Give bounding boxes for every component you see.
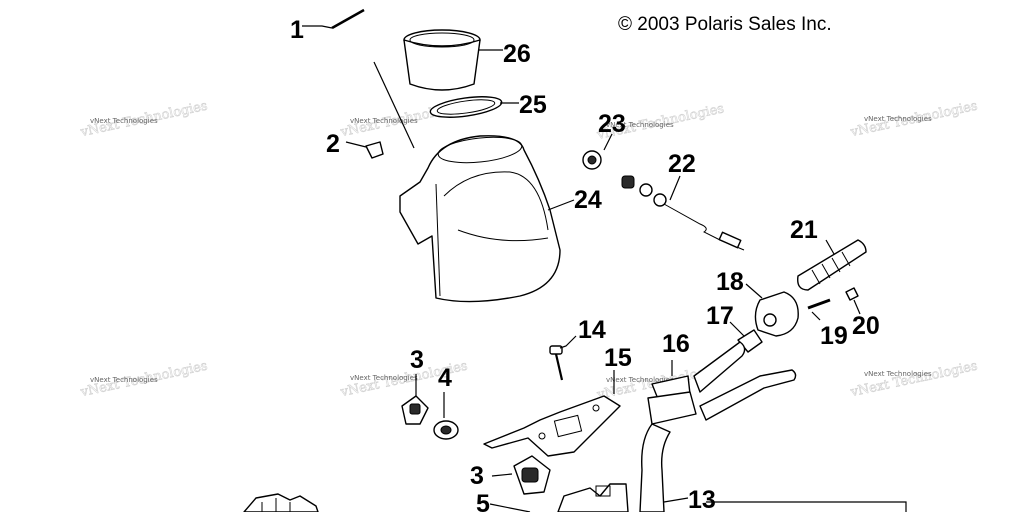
callout-13: 13 <box>688 486 716 512</box>
watermark-bottom-left: vNext Technologies vNext Technologies <box>78 358 209 400</box>
part-22-cable <box>621 175 745 251</box>
callout-17: 17 <box>706 302 734 330</box>
callout-26: 26 <box>503 40 531 68</box>
svg-text:vNext Technologies: vNext Technologies <box>848 359 978 401</box>
watermark-text: vNext Technologies <box>90 376 158 384</box>
part-23-bushing <box>582 133 613 170</box>
callout-19: 19 <box>820 322 848 350</box>
callout-1: 1 <box>290 16 304 44</box>
part-3-switch-lower <box>491 455 551 495</box>
callout-25: 25 <box>519 91 547 119</box>
part-4-nut <box>433 392 459 440</box>
callout-18: 18 <box>716 268 744 296</box>
watermark-top-left: vNext Technologies vNext Technologies <box>78 98 209 140</box>
copyright-notice: © 2003 Polaris Sales Inc. <box>618 14 832 35</box>
part-2-screw <box>345 141 384 159</box>
callout-3-lower: 3 <box>470 462 484 490</box>
part-26-sleeve <box>403 29 503 91</box>
watermark-text: vNext Technologies <box>350 117 418 125</box>
part-15-bracket <box>483 370 621 457</box>
part-24-pod <box>373 61 575 303</box>
callout-labels: 1 26 25 2 23 22 24 21 18 17 19 20 14 16 … <box>290 16 880 512</box>
callout-5: 5 <box>476 490 490 512</box>
part-3-switch-upper <box>401 374 429 425</box>
callout-22: 22 <box>668 150 696 178</box>
part-13-handlebar <box>663 497 907 512</box>
part-16-master-cylinder <box>639 341 797 512</box>
part-18-throttle-housing <box>745 283 799 337</box>
watermark-text: vNext Technologies <box>864 115 932 123</box>
callout-2: 2 <box>326 130 340 158</box>
watermark-text: vNext Technologies <box>606 121 674 129</box>
part-1-rod <box>302 8 365 30</box>
watermark-top-right: vNext Technologies vNext Technologies <box>848 98 979 140</box>
callout-15: 15 <box>604 344 632 372</box>
watermark-text: vNext Technologies <box>864 370 932 378</box>
watermark-text: vNext Technologies <box>606 376 674 384</box>
callout-3-upper: 3 <box>410 346 424 374</box>
watermark-text: vNext Technologies <box>350 374 418 382</box>
part-25-ring <box>429 96 519 118</box>
callout-4: 4 <box>438 364 452 392</box>
part-14-bolt <box>549 335 577 381</box>
part-20-screw <box>845 287 861 315</box>
callout-23: 23 <box>598 110 626 138</box>
callout-24: 24 <box>574 186 602 214</box>
part-19-screw <box>807 298 831 321</box>
callout-16: 16 <box>662 330 690 358</box>
part-21-grip <box>797 239 867 291</box>
watermark-bottom-right: vNext Technologies vNext Technologies <box>848 358 979 401</box>
part-5-clamp <box>489 483 629 512</box>
partial-part-bottom-left <box>243 493 319 512</box>
watermark-text: vNext Technologies <box>90 117 158 125</box>
callout-21: 21 <box>790 216 818 244</box>
callout-14: 14 <box>578 316 606 344</box>
callout-20: 20 <box>852 312 880 340</box>
